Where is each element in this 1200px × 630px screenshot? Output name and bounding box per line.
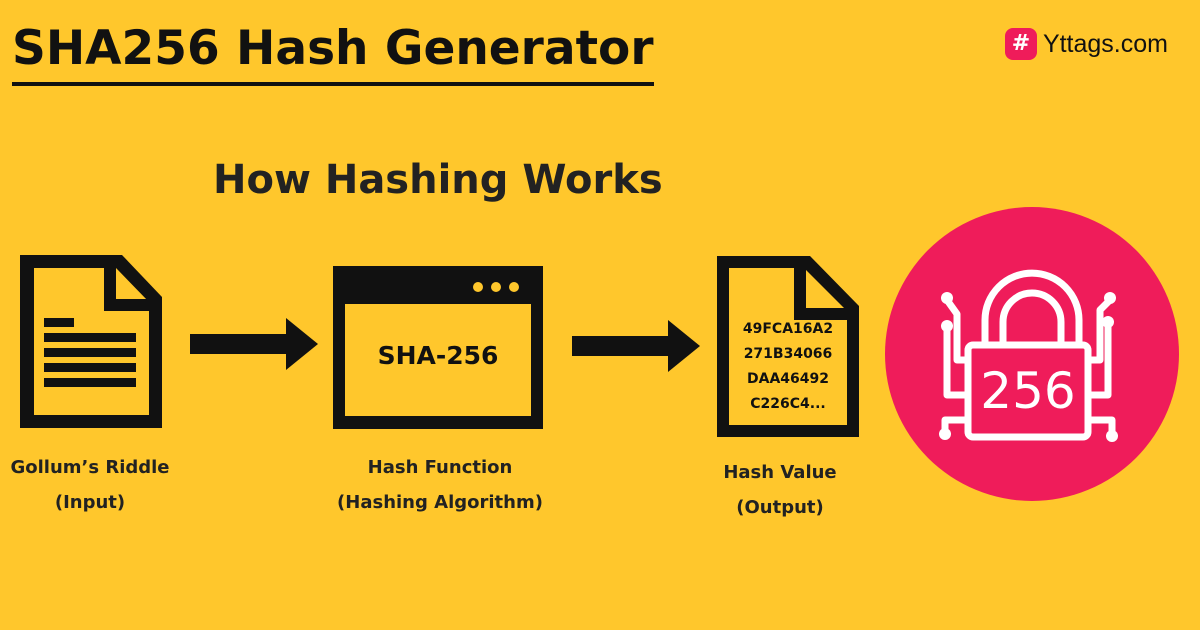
step-sub: (Input): [54, 492, 126, 513]
hash-line: DAA46492: [747, 371, 829, 387]
brand-logo[interactable]: # Yttags.com: [1004, 28, 1168, 60]
step-sub: (Hashing Algorithm): [337, 492, 543, 513]
lock-circuit-icon: 256: [885, 207, 1179, 501]
caption-hash-value: Hash Value (Output): [690, 455, 870, 525]
algorithm-label: SHA-256: [378, 341, 499, 370]
output-document-icon: 49FCA16A2 271B34066 DAA46492 C226C4...: [717, 256, 859, 437]
hash-line: 271B34066: [744, 346, 833, 362]
caption-input: Gollum’s Riddle (Input): [0, 450, 180, 520]
hash-line: 49FCA16A2: [743, 321, 833, 337]
step-label: Hash Value: [723, 462, 837, 483]
badge-text: 256: [980, 362, 1075, 420]
arrow-right-icon: [572, 320, 700, 372]
step-label: Gollum’s Riddle: [10, 457, 170, 478]
caption-hash-function: Hash Function (Hashing Algorithm): [320, 450, 560, 520]
hash-icon: #: [1004, 28, 1037, 60]
arrow-right-icon: [190, 318, 318, 370]
step-sub: (Output): [736, 497, 824, 518]
input-document-icon: [20, 255, 162, 428]
hash-line: C226C4...: [750, 396, 825, 412]
step-label: Hash Function: [367, 457, 513, 478]
window-icon: SHA-256: [333, 266, 543, 429]
page-title: SHA256 Hash Generator: [12, 18, 654, 86]
brand-name: Yttags.com: [1042, 29, 1168, 58]
section-title: How Hashing Works: [213, 157, 663, 203]
